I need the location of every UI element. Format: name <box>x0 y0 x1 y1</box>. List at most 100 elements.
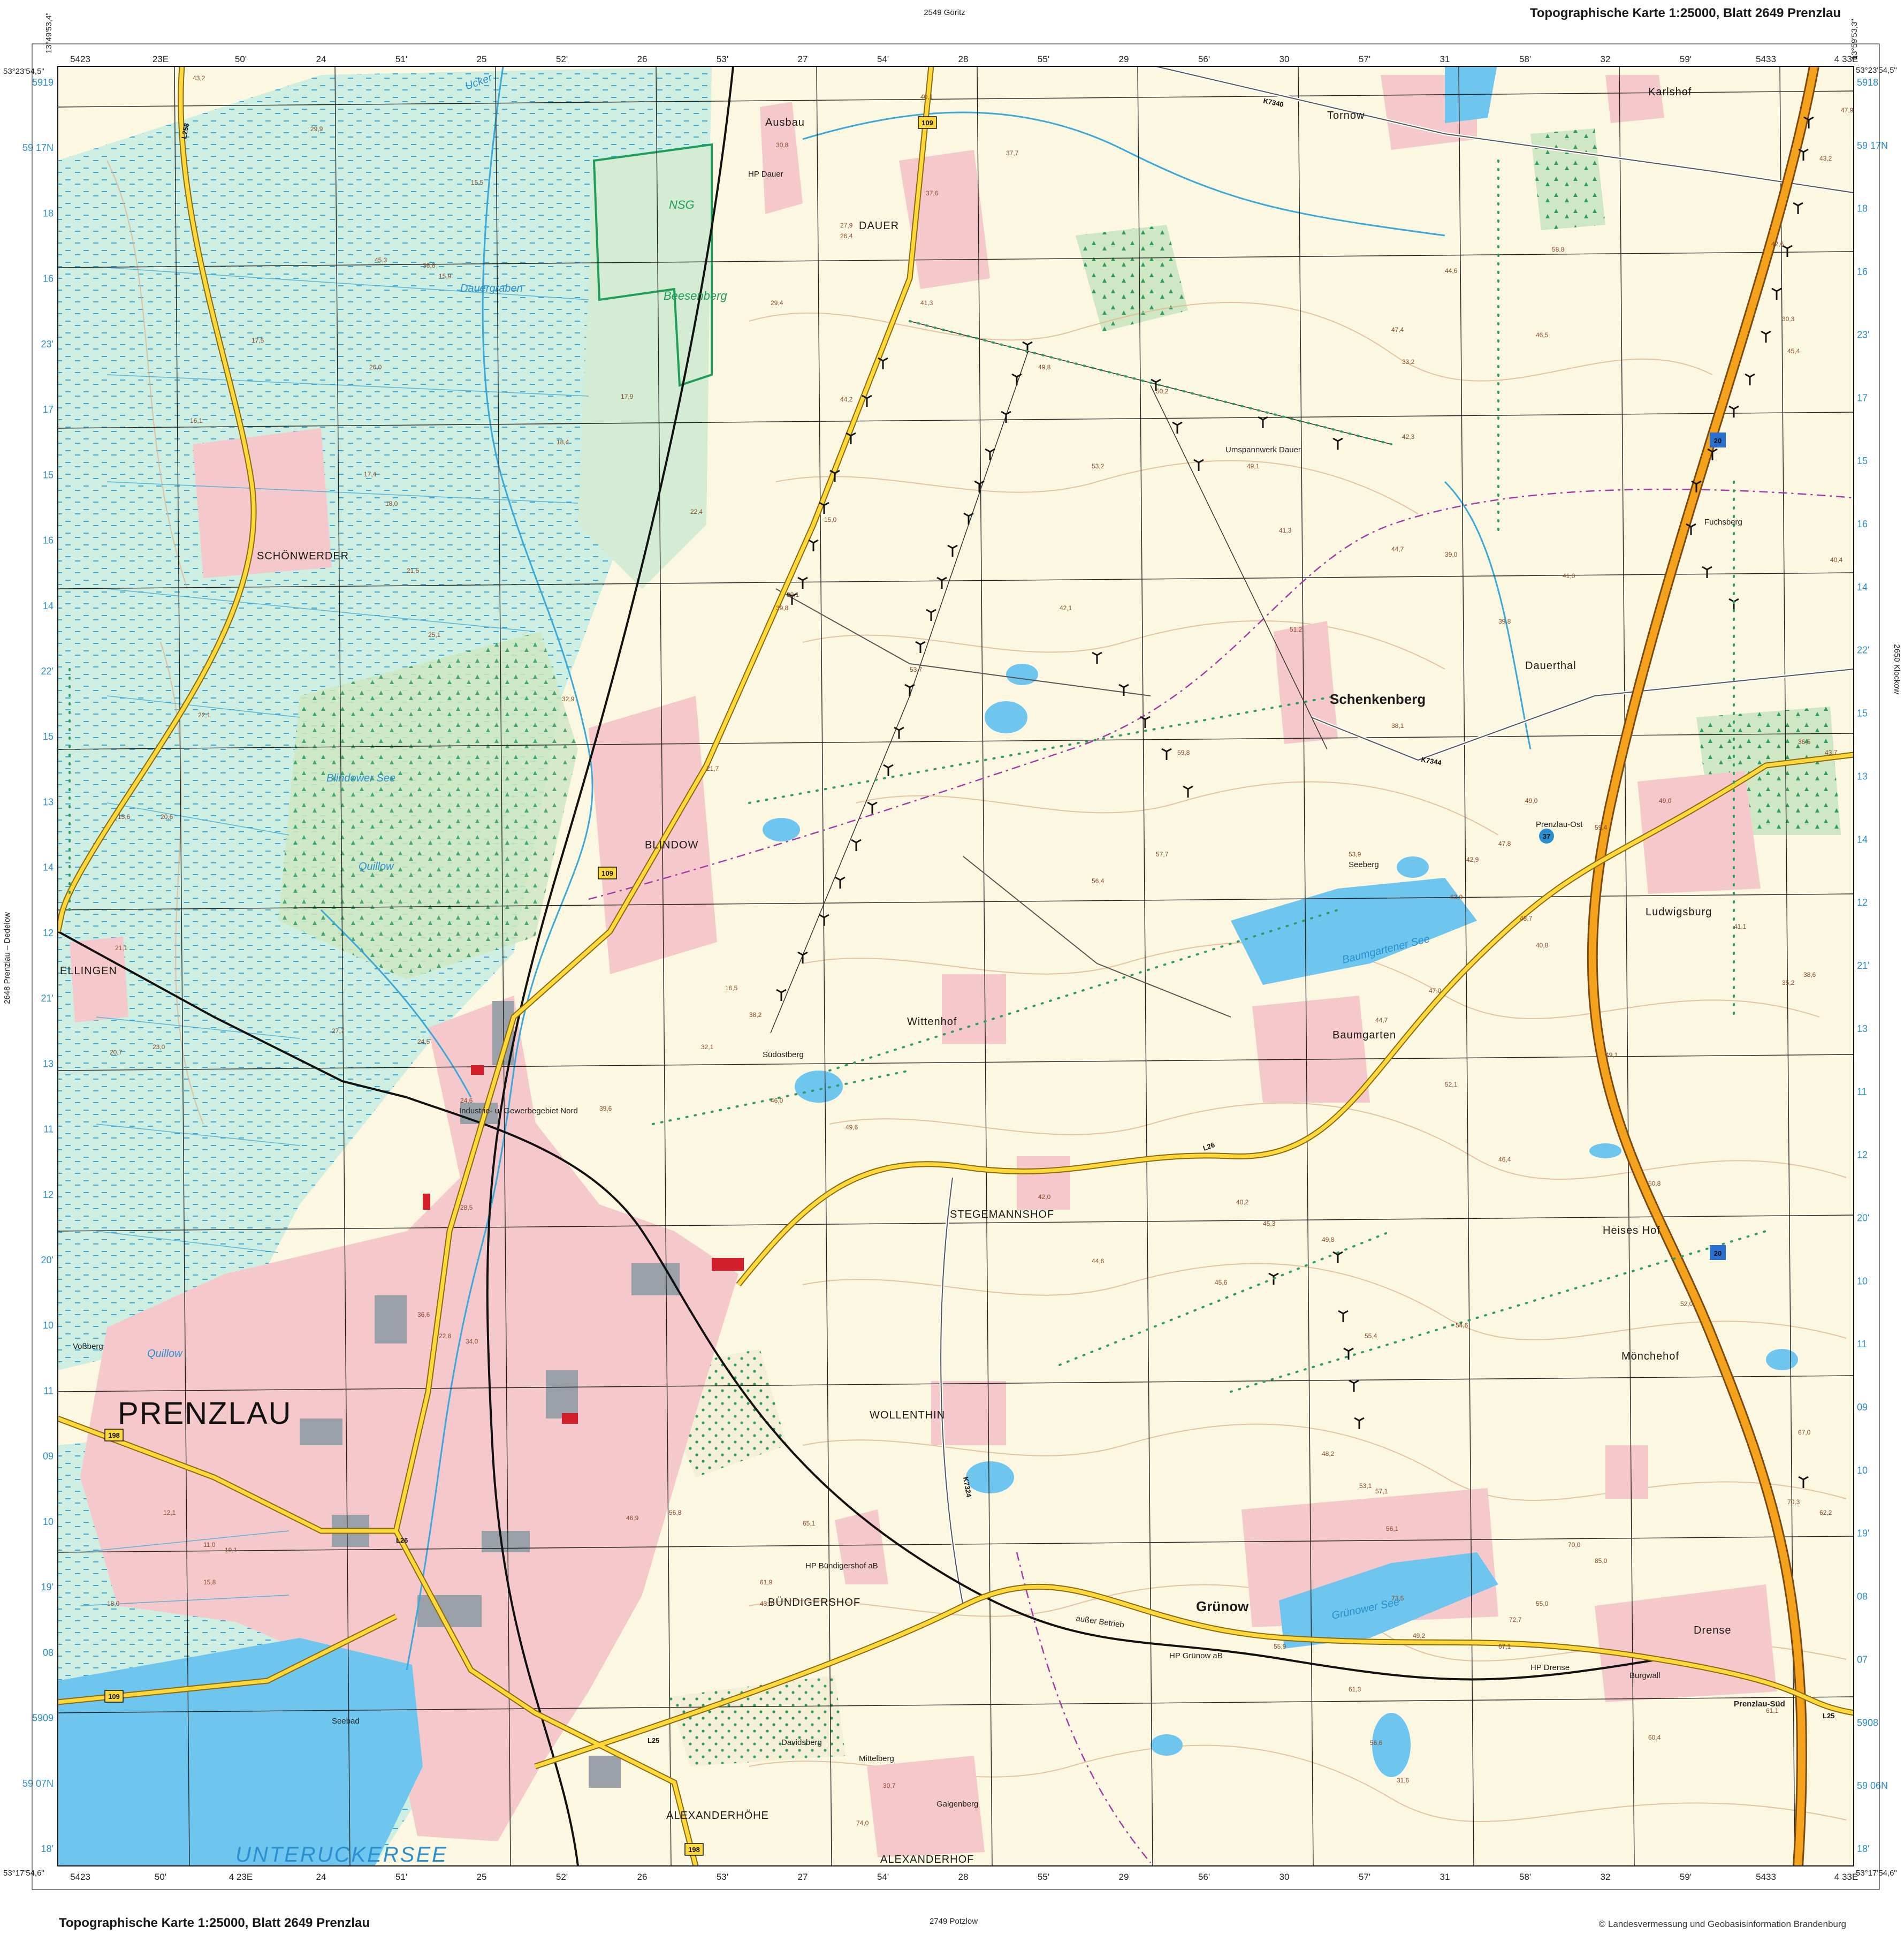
grid-label: 08 <box>43 1647 54 1658</box>
km-grid <box>58 66 1854 1866</box>
grid-label: 50' <box>235 54 247 64</box>
wind-turbine-icon <box>1354 1417 1365 1429</box>
grid-label: 51' <box>395 54 407 64</box>
spot-height-label: 20,6 <box>161 813 173 821</box>
grid-label: 59 06N <box>1857 1780 1888 1791</box>
spot-height-label: 49,0 <box>1525 797 1538 805</box>
spot-height-label: 59,8 <box>1177 749 1190 756</box>
grid-label: 56' <box>1198 1872 1210 1882</box>
wind-turbine-icon <box>1161 748 1172 760</box>
spot-height-label: 72,7 <box>1509 1616 1522 1623</box>
spot-height-label: 45,3 <box>1263 1220 1276 1227</box>
wind-turbine-icon <box>1258 416 1268 428</box>
spot-height-label: 15,6 <box>118 813 131 821</box>
spot-height-label: 49,2 <box>1413 1632 1426 1640</box>
grid-line-h <box>58 90 1854 108</box>
shield-b198-south: 198 <box>684 1843 704 1856</box>
spot-height-label: 25,1 <box>428 631 441 639</box>
spot-height-label: 36,6 <box>417 1311 430 1318</box>
wind-turbine-icon <box>878 357 888 369</box>
label-vossberg: Voßberg <box>73 1342 103 1351</box>
grid-label: 18 <box>43 208 54 218</box>
spot-height-label: 44,2 <box>840 396 853 403</box>
spot-height-label: 49,1 <box>1247 462 1260 470</box>
spot-height-label: 65,1 <box>803 1520 816 1527</box>
grid-line-v <box>977 66 993 1866</box>
spot-height-label: 18,4 <box>557 438 569 446</box>
label-blindower-see: Blindower See <box>326 772 395 784</box>
wind-turbine-icon <box>1022 341 1033 353</box>
grid-label: 11 <box>1857 1339 1867 1349</box>
wind-turbine-icon <box>1349 1379 1359 1392</box>
grid-label: 14 <box>43 862 54 873</box>
spot-height-label: 24,5 <box>417 1038 430 1045</box>
wind-turbine-icon <box>862 394 872 407</box>
spot-height-label: 67,1 <box>1498 1643 1511 1650</box>
grid-label: 21' <box>41 993 54 1004</box>
wind-turbine-icon <box>1728 598 1739 610</box>
place-blindow: BLINDOW <box>645 839 698 851</box>
grid-label: 09 <box>1857 1402 1868 1413</box>
wind-turbine-icon <box>1798 1476 1809 1488</box>
sheet-title-bottom: Topographische Karte 1:25000, Blatt 2649… <box>59 1916 370 1930</box>
spot-height-label: 22,4 <box>690 508 703 515</box>
spot-height-label: 70,3 <box>1787 1498 1800 1506</box>
tree-rows <box>68 160 1767 1393</box>
wind-turbine-icon <box>1702 566 1712 578</box>
grid-label: 17 <box>43 404 54 415</box>
spot-height-label: 41,3 <box>920 299 933 307</box>
map-frame <box>57 66 1854 1866</box>
grid-label: 10 <box>1857 1465 1868 1476</box>
grid-label: 32 <box>1601 54 1611 64</box>
spot-height-label: 67,0 <box>1798 1429 1811 1436</box>
prenzlau-buildings <box>300 1001 680 1788</box>
wind-turbine-icon <box>1118 684 1129 696</box>
wind-turbine-icon <box>904 684 915 696</box>
spot-height-label: 74,0 <box>856 1819 869 1827</box>
grid-label: 22' <box>41 666 54 677</box>
wind-turbine-icon <box>808 539 819 551</box>
spot-height-label: 22,8 <box>439 1332 452 1340</box>
spot-height-label: 62,2 <box>1819 1509 1832 1516</box>
spot-height-label: 37,7 <box>1006 149 1019 157</box>
spot-height-label: 38,2 <box>749 1011 762 1019</box>
grid-label: 55' <box>1038 1872 1049 1882</box>
grid-label: 15 <box>43 469 54 480</box>
label-quillow: Quillow <box>359 861 394 872</box>
wind-turbine-icon <box>915 641 926 653</box>
grid-label: 58' <box>1519 1872 1531 1882</box>
wood-north <box>1076 225 1188 332</box>
label-hp-gruenow: HP Grünow aB <box>1169 1651 1223 1660</box>
grid-label: 28 <box>958 1872 969 1882</box>
label-galgenberg: Galgenberg <box>936 1800 978 1809</box>
spot-height-label: 49,8 <box>1322 1236 1335 1243</box>
spot-height-label: 36,5 <box>1798 738 1811 746</box>
grid-label: 54' <box>877 54 889 64</box>
place-wollenthin: WOLLENTHIN <box>870 1409 945 1421</box>
wind-turbine-icon <box>1183 785 1193 798</box>
grid-label: 27 <box>798 1872 808 1882</box>
place-wittenhof: Wittenhof <box>907 1016 957 1028</box>
spot-height-label: 43,0 <box>760 1600 773 1607</box>
grid-label: 08 <box>1857 1591 1868 1602</box>
spot-heights: 43,229,930,840,137,737,627,926,441,329,4… <box>107 74 1854 1827</box>
spot-height-label: 41,3 <box>1279 527 1292 534</box>
label-k7344: K7344 <box>1420 755 1442 767</box>
grid-line-v <box>1298 66 1314 1866</box>
grid-label: 12 <box>43 1189 54 1200</box>
spot-height-label: 18,0 <box>107 1600 120 1607</box>
shield-b198-west: 198 <box>104 1429 124 1441</box>
spot-height-label: 55,0 <box>1536 1600 1549 1607</box>
spot-height-label: 39,8 <box>1498 618 1511 625</box>
spot-height-label: 37,6 <box>926 189 939 197</box>
spot-height-label: 49,6 <box>846 1124 858 1131</box>
rivers <box>320 66 1532 1671</box>
spot-height-label: 21,1 <box>115 944 128 952</box>
label-suedostberg: Südostberg <box>763 1050 804 1059</box>
place-dauerthal: Dauerthal <box>1525 660 1576 672</box>
wind-turbine-icon <box>1140 716 1151 728</box>
poi-markers <box>423 1065 744 1424</box>
